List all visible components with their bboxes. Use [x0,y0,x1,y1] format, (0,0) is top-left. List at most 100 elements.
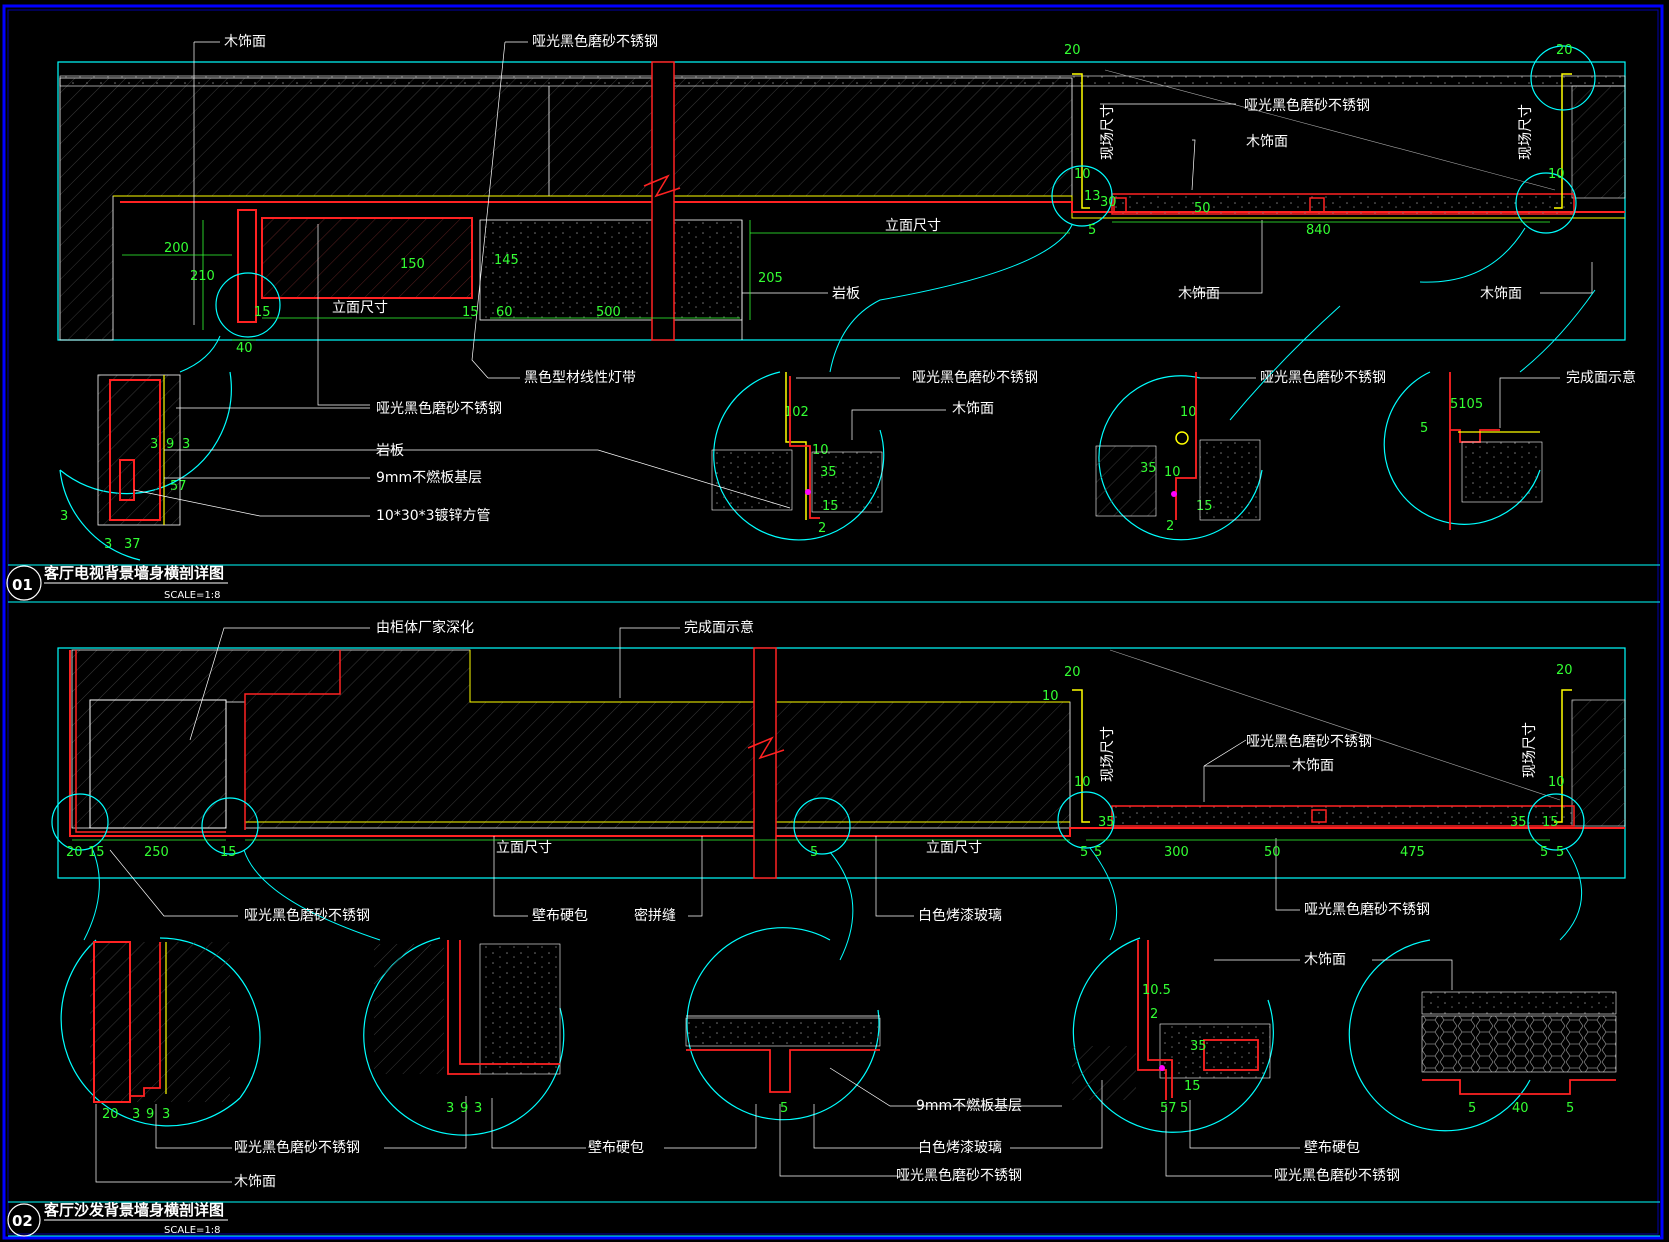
s2-dim-10a: 10 [1042,689,1059,704]
section-2-title-block: 02 客厅沙发背景墙身横剖详图 SCALE=1:8 [7,1201,1660,1237]
s2-leader-cabinet [189,627,370,741]
section-1-led-box-left [1113,197,1127,213]
s1-dim-2b: 2 [1166,519,1174,534]
s1-leader-wood-mid [1190,220,1263,294]
section-2-section-line [69,650,1625,837]
s1-dim-150: 150 [400,257,425,272]
s2-leader-detail-ss-c [779,1104,898,1177]
section-1-ss-profile-right [1554,73,1572,209]
s2-leader-ss [1203,739,1247,767]
s2-callout-curve-d [1089,847,1118,941]
section-1-wood-panel [1111,193,1575,215]
s1-leader-wood-right2 [1191,139,1196,191]
s2-label-wood-right: 木饰面 [1292,758,1334,774]
s2-dim-20b: 20 [1556,663,1573,678]
s2-detail-a-profile [130,942,161,1097]
s2-detail-c-profile [686,1049,880,1093]
s1-label-wood-detail: 木饰面 [952,401,994,417]
s2-dim-57: 57 [1160,1101,1177,1116]
s2-dim-15c: 15 [220,845,237,860]
s2-label-glass-detail: 白色烤漆玻璃 [918,1139,1002,1156]
s1-detail-c-pin [1171,491,1177,497]
s1-leader-detail-wood [851,409,946,440]
s2-detail-c-glass [685,1017,881,1047]
s2-dim-3a: 3 [132,1107,140,1122]
section-1-callout-c [1515,172,1577,234]
s2-label-elev-right: 立面尺寸 [926,840,982,856]
s1-dim-15a: 15 [254,305,271,320]
section-1-callout-curve-e [1519,289,1596,373]
section-1-column [651,61,675,341]
s1-leader-detail-tube [133,489,370,517]
s2-title: 客厅沙发背景墙身横剖详图 [43,1201,224,1219]
s2-dim-300: 300 [1164,845,1189,860]
s1-dim-3c: 3 [60,509,68,524]
section-1-callout-d [1530,45,1596,111]
s1-dim-2a: 2 [818,521,826,536]
s2-detail-e-profile [1422,1079,1616,1095]
section-2-callout-a [51,793,109,851]
s1-detail-d-wall [1461,441,1543,503]
s2-leader-detail-fireproof [829,1067,1062,1107]
s1-dim-5b: 5 [1420,421,1428,436]
s1-label-site-dim-a: 现场尺寸 [1100,104,1116,160]
s2-detail-a-arc [60,939,241,1127]
s1-detail-c-mass [1095,445,1157,517]
s2-dim-15d: 15 [1184,1079,1201,1094]
section-1-details [59,371,1560,561]
s1-title-number-circle [6,565,42,601]
s2-detail-e-arc [1348,939,1531,1132]
s1-label-site-dim-b: 现场尺寸 [1518,104,1534,160]
s1-dim-13: 13 [1084,189,1101,204]
s1-label-ss-detail-b: 哑光黑色磨砂不锈钢 [912,369,1038,386]
s1-dim-60: 60 [496,305,513,320]
s2-dim-250: 250 [144,845,169,860]
section-2-details: 木饰面 9mm不燃板基层 哑光黑色磨砂不锈钢 壁布硬包 白色烤漆玻璃 壁布硬包 … [60,927,1617,1190]
s1-dim-500: 500 [596,305,621,320]
s2-dim-40: 40 [1512,1101,1529,1116]
s1-title-number: 01 [12,576,33,594]
s2-dim-15a: 15 [1542,815,1559,830]
s2-label-ss-detail-a: 哑光黑色磨砂不锈钢 [234,1139,360,1156]
s2-dim-5a: 5 [810,845,818,860]
s1-dim-20b: 20 [1556,43,1573,58]
s1-dim-205: 205 [758,271,783,286]
s1-dim-210: 210 [190,269,215,284]
s1-dim-3d: 3 [104,537,112,552]
section-2-callout-e [1527,793,1585,851]
s1-dim-5105: 5105 [1450,397,1483,412]
s1-detail-b-profile [785,372,807,520]
section-1-ss-profile-mid [1072,73,1090,209]
s1-detail-a-ss [109,379,161,521]
s2-leader-detail-fabric-c [664,1104,757,1149]
s1-label-ss-top: 哑光黑色磨砂不锈钢 [532,33,658,50]
s2-label-wood-detail: 木饰面 [1304,952,1346,968]
s1-label-led: 黑色型材线性灯带 [524,369,636,386]
section-1-frame [57,61,1626,341]
s2-dim-3c: 3 [446,1101,454,1116]
s2-leader-wood [1203,765,1290,802]
section-1-callout-curve-d [1419,227,1526,283]
s2-dim-5i: 5 [1566,1101,1574,1116]
s1-dim-10d: 10 [1180,405,1197,420]
section-2-break-mark [747,736,785,760]
s2-detail-e-hex [1421,1015,1617,1073]
section-2-callout-d [1057,791,1115,849]
s1-dim-50: 50 [1194,201,1211,216]
s2-detail-d-profile [1137,940,1173,1100]
s2-label-ss-left: 哑光黑色磨砂不锈钢 [244,907,370,924]
s1-detail-c-wood [1199,439,1261,521]
s2-title-number-circle [7,1203,41,1237]
s1-dim-145: 145 [494,253,519,268]
section-1-callout-a [215,272,281,338]
s2-title-scale: SCALE=1:8 [164,1225,221,1236]
s1-label-rock: 岩板 [832,286,860,302]
s2-leader-ss-right [1275,838,1300,911]
s2-dim-35b: 35 [1510,815,1527,830]
s2-leader-detail-wood-d [1214,959,1453,990]
s2-dim-9b: 9 [460,1101,468,1116]
s2-leader-detail-ss-b [384,1096,467,1149]
s2-label-site-dim-b: 现场尺寸 [1522,722,1538,778]
s2-dim-15b: 15 [88,845,105,860]
section-2-ss-profile-mid [1072,689,1090,823]
